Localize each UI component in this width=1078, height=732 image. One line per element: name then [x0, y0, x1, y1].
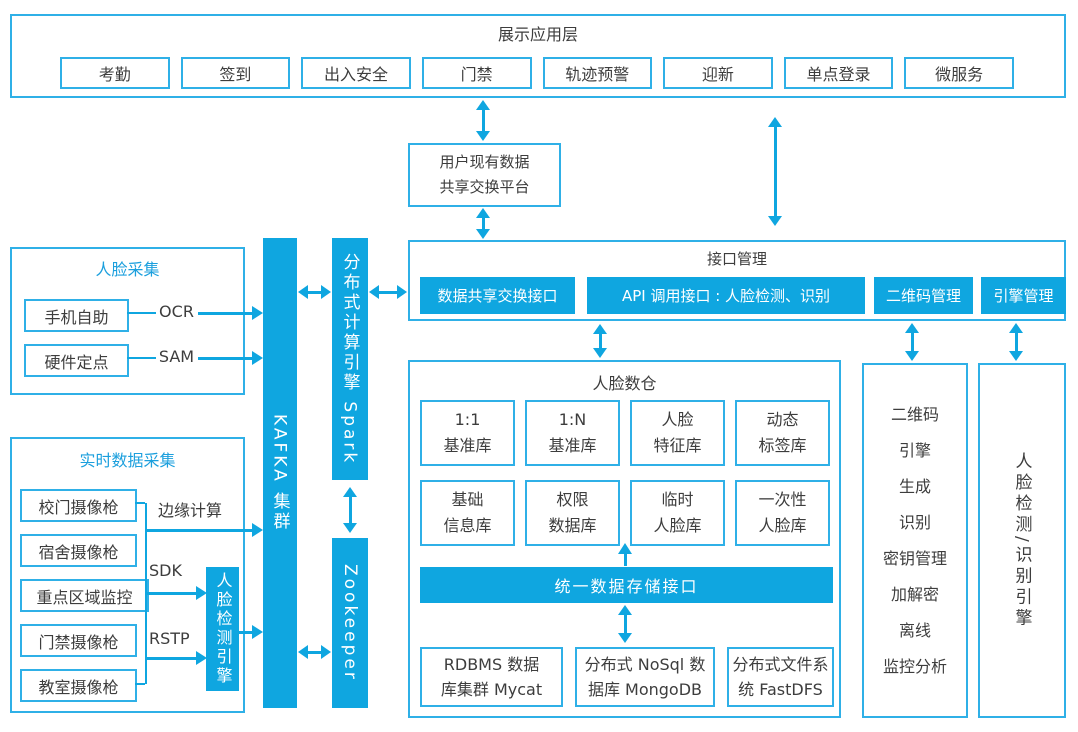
app-node: 单点登录 [783, 57, 894, 89]
arrow-storage-databases [618, 605, 632, 643]
db-node: 动态标签库 [735, 400, 830, 466]
qr-engine-line: 引擎 [898, 440, 931, 460]
sdk-label: SDK [149, 561, 182, 580]
arrow-enginemanage-faceengine [1009, 323, 1023, 361]
qr-engine-line: 加解密 [890, 584, 939, 604]
api-call-node: API 调用接口 : 人脸检测、识别 [587, 277, 865, 314]
arrow-display-to-platform [476, 100, 490, 141]
kafka-label: KAFKA 集群 [269, 413, 290, 533]
face-collect-box: 人脸采集 手机自助 硬件定点 [10, 247, 245, 395]
arrow-kafka-spark [298, 285, 331, 299]
rdbms-node: RDBMS 数据库集群 Mycat [420, 647, 563, 707]
camera-node: 校门摄像枪 [20, 489, 137, 522]
face-detect-engine-label: 人脸检测引擎 [213, 572, 233, 686]
arrow-sdk-to-engine [146, 586, 207, 600]
arrow-interface-warehouse [593, 324, 607, 358]
realtime-collect-box: 实时数据采集 校门摄像枪 宿舍摄像枪 重点区域监控 门禁摄像枪 教室摄像枪 [10, 437, 245, 713]
storage-interface-bar: 统一数据存储接口 [420, 567, 833, 603]
camera-node: 重点区域监控 [20, 579, 149, 612]
ocr-label: OCR [159, 302, 194, 321]
qr-engine-line: 二维码 [890, 404, 939, 424]
arrow-engine-to-kafka [239, 625, 263, 639]
engine-manage-node: 引擎管理 [981, 277, 1066, 314]
app-node: 门禁 [421, 57, 532, 89]
face-collect-title: 人脸采集 [95, 260, 160, 279]
app-node: 微服务 [904, 57, 1014, 89]
exchange-platform-box: 用户现有数据 共享交换平台 [408, 143, 561, 207]
camera-node: 教室摄像枪 [20, 669, 137, 702]
display-layer-title: 展示应用层 [497, 25, 578, 44]
qr-engine-line: 生成 [898, 476, 931, 496]
exchange-platform-line1: 用户现有数据 [439, 153, 530, 171]
camera-node: 宿舍摄像枪 [20, 534, 137, 567]
db-node: 一次性人脸库 [735, 480, 830, 546]
app-node: 考勤 [60, 57, 170, 89]
face-detect-engine-bar: 人脸检测引擎 [206, 567, 239, 691]
arrow-ocr-to-kafka [198, 306, 263, 320]
mobile-self-node: 手机自助 [24, 299, 129, 332]
arrow-spark-interface [369, 285, 407, 299]
exchange-platform-line2: 共享交换平台 [439, 178, 530, 196]
zookeeper-label: Zookeeper [340, 564, 360, 682]
display-layer-box: 展示应用层 考勤 签到 出入安全 门禁 轨迹预警 迎新 单点登录 微服务 [10, 14, 1066, 98]
arrow-storage-up [618, 543, 632, 566]
connector-line [127, 357, 156, 359]
spark-label: 分布式计算引擎 Spark [339, 252, 360, 466]
edge-compute-label: 边缘计算 [158, 501, 223, 520]
arrow-rstp-to-engine [146, 651, 207, 665]
db-node: 基础信息库 [420, 480, 515, 546]
db-node: 临时人脸库 [630, 480, 725, 546]
hardware-node: 硬件定点 [24, 344, 129, 377]
qr-manage-node: 二维码管理 [874, 277, 973, 314]
warehouse-title: 人脸数仓 [592, 374, 657, 393]
arrow-spark-zookeeper [343, 487, 357, 533]
app-node: 出入安全 [301, 57, 411, 89]
qr-engine-line: 识别 [898, 512, 931, 532]
arrow-platform-to-interface [476, 208, 490, 239]
data-exchange-api-node: 数据共享交换接口 [420, 277, 575, 314]
face-recognition-engine-label: 人脸检测/识别引擎 [1011, 451, 1032, 630]
arrow-qrmanage-qrengine [905, 323, 919, 361]
db-node: 人脸特征库 [630, 400, 725, 466]
qr-engine-line: 密钥管理 [882, 548, 947, 568]
fastdfs-node: 分布式文件系统 FastDFS [727, 647, 834, 707]
app-node: 签到 [180, 57, 291, 89]
arrow-sam-to-kafka [198, 351, 263, 365]
qr-engine-line: 监控分析 [882, 656, 947, 676]
kafka-bar: KAFKA 集群 [263, 238, 297, 708]
connector-line [135, 502, 145, 504]
connector-line [135, 683, 145, 685]
app-row: 考勤 签到 出入安全 门禁 轨迹预警 迎新 单点登录 微服务 [60, 57, 1014, 89]
spark-bar: 分布式计算引擎 Spark [332, 238, 368, 480]
db-node: 权限数据库 [525, 480, 620, 546]
qr-engine-box: 二维码 引擎 生成 识别 密钥管理 加解密 离线 监控分析 [862, 363, 968, 718]
sam-label: SAM [158, 347, 195, 366]
app-node: 轨迹预警 [542, 57, 653, 89]
interface-layer-box: 接口管理 数据共享交换接口 API 调用接口 : 人脸检测、识别 二维码管理 引… [408, 240, 1066, 321]
interface-layer-title: 接口管理 [706, 250, 767, 268]
camera-node: 门禁摄像枪 [20, 624, 137, 657]
qr-engine-line: 离线 [898, 620, 931, 640]
realtime-collect-title: 实时数据采集 [79, 451, 176, 470]
face-recognition-engine-box: 人脸检测/识别引擎 [978, 363, 1066, 718]
arrow-display-to-interface [768, 117, 782, 226]
zookeeper-bar: Zookeeper [332, 538, 368, 708]
mongodb-node: 分布式 NoSql 数据库 MongoDB [575, 647, 715, 707]
app-node: 迎新 [663, 57, 773, 89]
arrow-edge-to-kafka [146, 523, 263, 537]
arrow-kafka-zookeeper [298, 645, 331, 659]
rstp-label: RSTP [149, 629, 190, 648]
connector-line [127, 312, 156, 314]
